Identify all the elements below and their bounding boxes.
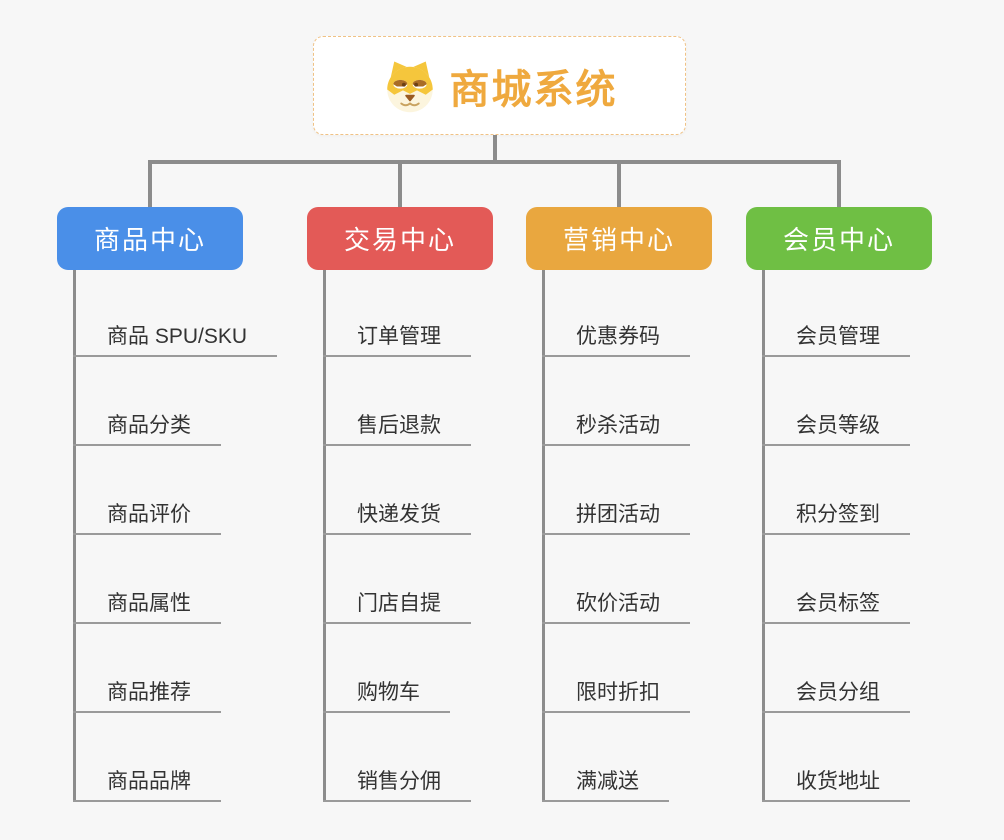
- branch-drop-line: [617, 160, 621, 208]
- child-topic[interactable]: 销售分佣: [323, 762, 471, 802]
- branch-header-3[interactable]: 营销中心: [526, 207, 712, 270]
- root-title: 商城系统: [449, 67, 618, 112]
- child-topic[interactable]: 商品评价: [73, 495, 221, 535]
- child-topic[interactable]: 收货地址: [762, 762, 910, 802]
- child-topic[interactable]: 拼团活动: [542, 495, 690, 535]
- child-topic[interactable]: 订单管理: [323, 317, 471, 357]
- child-topic[interactable]: 商品推荐: [73, 673, 221, 713]
- child-topic[interactable]: 售后退款: [323, 406, 471, 446]
- child-topic[interactable]: 优惠券码: [542, 317, 690, 357]
- branch-connector-line: [542, 270, 545, 802]
- child-topic[interactable]: 砍价活动: [542, 584, 690, 624]
- branch-drop-line: [148, 160, 152, 208]
- branch-connector-line: [323, 270, 326, 802]
- child-topic[interactable]: 商品分类: [73, 406, 221, 446]
- root-node-mall-system[interactable]: 商城系统: [313, 36, 686, 135]
- branch-header-1[interactable]: 商品中心: [57, 207, 243, 270]
- branch-connector-line: [73, 270, 76, 802]
- branch-drop-line: [837, 160, 841, 208]
- child-topic[interactable]: 门店自提: [323, 584, 471, 624]
- child-topic[interactable]: 会员标签: [762, 584, 910, 624]
- child-topic[interactable]: 满减送: [542, 762, 669, 802]
- child-topic[interactable]: 购物车: [323, 673, 450, 713]
- branch-label: 会员中心: [782, 225, 895, 255]
- branch-label: 交易中心: [343, 225, 456, 255]
- branch-label: 营销中心: [562, 225, 675, 255]
- child-topic[interactable]: 商品属性: [73, 584, 221, 624]
- child-topic[interactable]: 商品 SPU/SKU: [73, 317, 278, 357]
- branch-label: 商品中心: [93, 225, 206, 255]
- child-topic[interactable]: 商品品牌: [73, 762, 221, 802]
- child-topic[interactable]: 限时折扣: [542, 673, 690, 713]
- child-topic[interactable]: 积分签到: [762, 495, 910, 535]
- branch-header-2[interactable]: 交易中心: [307, 207, 493, 270]
- doge-icon: [382, 58, 438, 114]
- branch-horizontal-line: [148, 160, 841, 164]
- branch-connector-line: [762, 270, 765, 802]
- root-stem-line: [493, 135, 497, 163]
- child-topic[interactable]: 会员等级: [762, 406, 910, 446]
- branch-header-4[interactable]: 会员中心: [746, 207, 932, 270]
- child-topic[interactable]: 快递发货: [323, 495, 471, 535]
- child-topic[interactable]: 会员分组: [762, 673, 910, 713]
- child-topic[interactable]: 会员管理: [762, 317, 910, 357]
- branch-drop-line: [398, 160, 402, 208]
- child-topic[interactable]: 秒杀活动: [542, 406, 690, 446]
